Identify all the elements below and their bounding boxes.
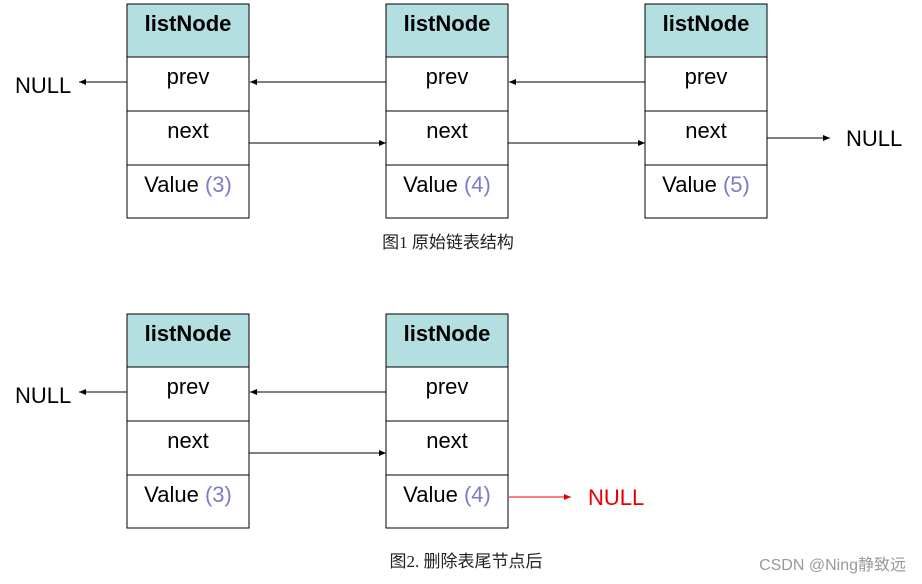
value-number: (3) [205,172,232,197]
next-field-label: next [167,118,209,143]
prev-field-box [644,56,768,112]
prev-field-label: prev [167,64,210,89]
null-red-label: NULL [588,485,644,510]
value-field: Value (3) [144,482,232,507]
null-left-label: NULL [15,383,71,408]
figure-1-caption: 图1 原始链表结构 [382,233,514,252]
node-header-box [385,313,509,368]
value-field-box [385,474,509,529]
csdn-watermark: CSDN @Ning静致远 [759,556,906,574]
node-header-label: listNode [404,11,491,36]
figure-2-caption: 图2. 删除表尾节点后 [390,552,543,571]
figure-1: listNode prev next Value (3) listNode pr… [15,3,902,252]
node-header-box [126,313,250,368]
next-field-label: next [426,428,468,453]
prev-field-label: prev [426,64,469,89]
value-number: (4) [464,482,491,507]
node-header-label: listNode [145,11,232,36]
prev-field-box [126,366,250,422]
value-label: Value [144,172,199,197]
next-field-label: next [685,118,727,143]
node-header-box [126,3,250,58]
prev-field-label: prev [426,374,469,399]
prev-field-label: prev [685,64,728,89]
next-field-label: next [426,118,468,143]
next-field-label: next [167,428,209,453]
value-field: Value (3) [144,172,232,197]
next-field-box [385,420,509,476]
node-header-box [385,3,509,58]
value-field-box [385,164,509,219]
prev-field-label: prev [167,374,210,399]
value-number: (5) [723,172,750,197]
value-number: (4) [464,172,491,197]
fig1-node-1: listNode prev next Value (3) [126,3,250,219]
fig2-node-1: listNode prev next Value (3) [126,313,250,529]
prev-field-box [385,366,509,422]
node-header-label: listNode [663,11,750,36]
value-label: Value [144,482,199,507]
fig1-node-2: listNode prev next Value (4) [385,3,509,219]
figure-2: listNode prev next Value (3) listNode pr… [15,313,644,571]
next-field-box [126,110,250,166]
value-field: Value (5) [662,172,750,197]
node-header-label: listNode [145,321,232,346]
value-label: Value [403,172,458,197]
fig1-node-3: listNode prev next Value (5) [644,3,768,219]
value-field: Value (4) [403,482,491,507]
value-field-box [126,474,250,529]
fig2-node-2: listNode prev next Value (4) [385,313,509,529]
null-right-label: NULL [846,126,902,151]
node-header-label: listNode [404,321,491,346]
value-label: Value [403,482,458,507]
value-field-box [126,164,250,219]
value-field: Value (4) [403,172,491,197]
next-field-box [126,420,250,476]
value-number: (3) [205,482,232,507]
value-label: Value [662,172,717,197]
prev-field-box [126,56,250,112]
prev-field-box [385,56,509,112]
value-field-box [644,164,768,219]
null-left-label: NULL [15,73,71,98]
